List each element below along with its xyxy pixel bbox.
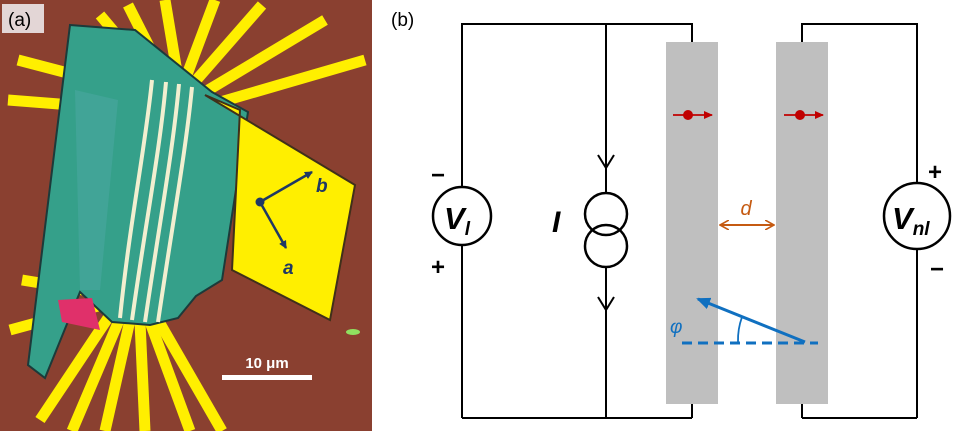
- axis-a-label: a: [283, 258, 294, 279]
- current-label: I: [552, 206, 561, 239]
- schematic-panel: (b) I: [391, 10, 952, 419]
- angle-label: φ: [670, 317, 682, 338]
- voltmeter-local-label: Vl: [444, 201, 471, 240]
- micrograph-panel: b a 10 μm (a): [0, 0, 372, 431]
- voltmeter-nonlocal-plus: +: [928, 159, 942, 186]
- current-source: [583, 191, 629, 269]
- scale-bar: [222, 375, 312, 380]
- strip-right: [776, 42, 828, 404]
- axis-b-arrow: [259, 170, 313, 204]
- axis-b-label: b: [316, 176, 328, 197]
- voltmeter-local: [431, 185, 493, 247]
- panel-b-label: (b): [391, 10, 414, 31]
- scale-bar-label: 10 μm: [245, 355, 288, 372]
- current-direction-arrows: [597, 154, 615, 312]
- speck: [346, 329, 360, 335]
- left-circuit-wires: [461, 23, 693, 419]
- voltmeter-local-plus: +: [431, 254, 445, 281]
- spacing-label: d: [740, 198, 752, 220]
- panel-a-label-bg: [2, 4, 44, 33]
- flake-shade: [75, 90, 118, 290]
- panel-a-label: (a): [8, 10, 31, 31]
- voltmeter-nonlocal-label: Vnl: [892, 201, 930, 240]
- voltmeter-nonlocal-minus: −: [930, 256, 944, 283]
- voltmeter-local-minus: −: [431, 162, 445, 189]
- current-direction-vector: [696, 297, 806, 344]
- voltmeter-nonlocal: [882, 181, 952, 251]
- axis-a-arrow: [258, 201, 288, 249]
- strip-left: [666, 42, 718, 404]
- gold-pad: [204, 94, 357, 322]
- channel-strips: [118, 79, 194, 323]
- angle-arc: [737, 316, 743, 343]
- right-circuit-wires: [801, 23, 918, 419]
- pink-region: [58, 298, 100, 330]
